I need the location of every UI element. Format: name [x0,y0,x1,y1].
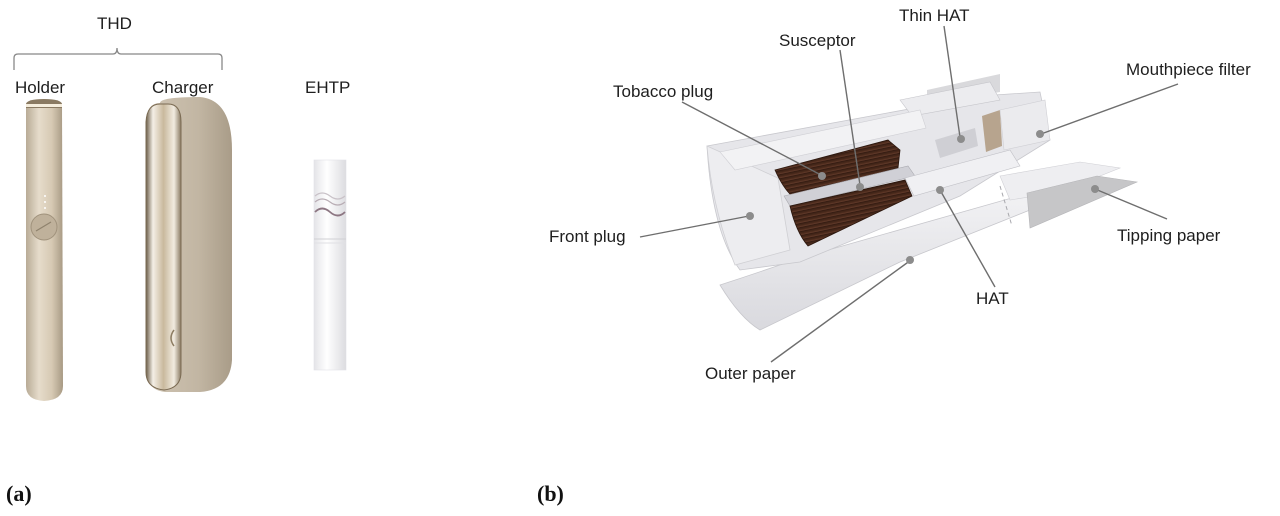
susceptor-dot [856,183,864,191]
outer-paper-dot [906,256,914,264]
callout-leaders [639,25,1179,363]
ehtp-label: EHTP [305,78,351,97]
tipping-paper-dot [1091,185,1099,193]
ehtp-cutaway-diagram [706,74,1139,331]
charger-label: Charger [152,78,214,97]
thin-hat-dot [957,135,965,143]
holder-label: Holder [15,78,66,97]
tipping-paper-label: Tipping paper [1117,226,1221,245]
panel-a-label: (a) [6,481,32,506]
thd-bracket [13,47,223,70]
holder-device-image [26,99,63,401]
ehtp-stick-image [313,159,347,371]
outer-paper-label: Outer paper [705,364,796,383]
susceptor-label: Susceptor [779,31,856,50]
hat-dot [936,186,944,194]
mouthpiece-filter-dot [1036,130,1044,138]
front-plug-dot [746,212,754,220]
hat-label: HAT [976,289,1009,308]
panel-b-label: (b) [537,481,564,506]
charger-device-image [145,97,232,392]
thin-hat-label: Thin HAT [899,6,970,25]
thd-group-label: THD [97,14,132,33]
tobacco-plug-dot [818,172,826,180]
tobacco-plug-label: Tobacco plug [613,82,714,101]
mouthpiece-filter-label: Mouthpiece filter [1126,60,1251,79]
front-plug-label: Front plug [549,227,626,246]
